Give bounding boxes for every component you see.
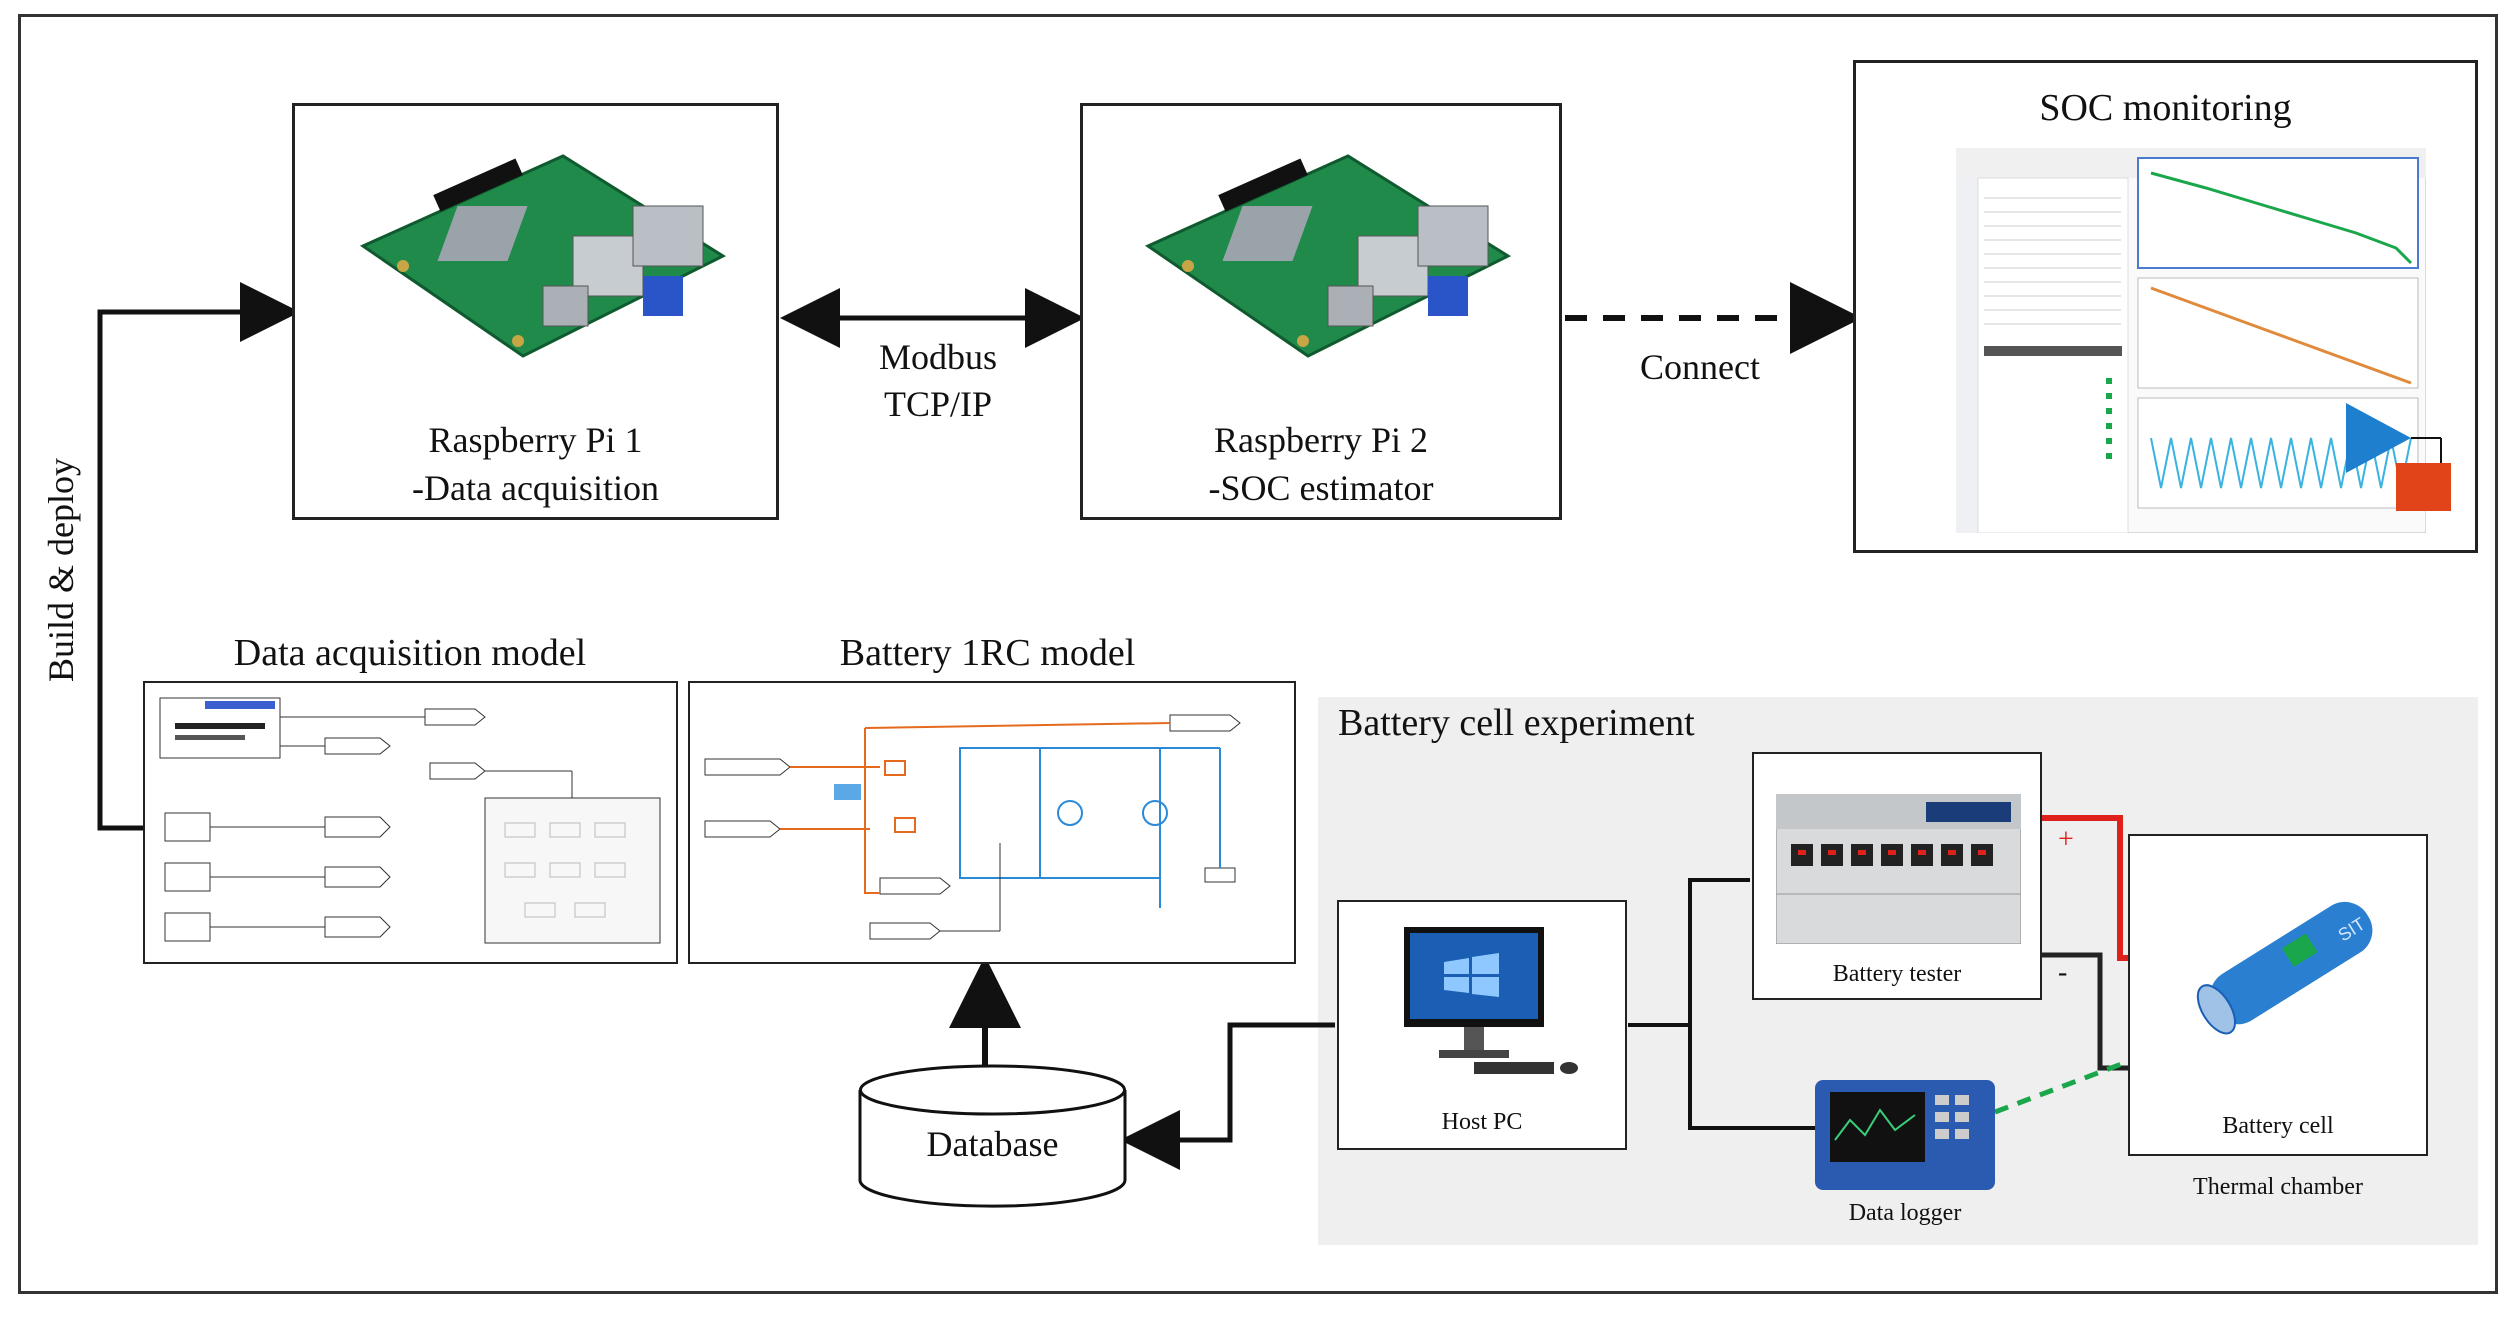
data-logger-label: Data logger xyxy=(1848,1200,1962,1226)
connect-label: Connect xyxy=(1640,347,1760,387)
raspberry-pi-board-icon xyxy=(1144,154,1512,358)
pi2-name: Raspberry Pi 2 xyxy=(1214,420,1428,460)
data-logger-icon xyxy=(1815,1080,1995,1190)
monitoring-dashboard-screenshot xyxy=(1956,148,2426,533)
simulink-logo-icon xyxy=(2346,403,2451,511)
modbus-label-1: Modbus xyxy=(878,337,998,377)
raspberry-pi-1-box: Raspberry Pi 1 -Data acquisition xyxy=(292,103,779,520)
hostpc-to-tester xyxy=(1628,878,1750,1027)
thermal-chamber-box: SIT Battery cell xyxy=(2128,834,2428,1156)
pi2-role: -SOC estimator xyxy=(1208,468,1434,508)
battery-tester-box: Battery tester xyxy=(1752,752,2042,1000)
battery-experiment-title: Battery cell experiment xyxy=(1338,702,1695,744)
battery-tester-label: Battery tester xyxy=(1832,961,1962,987)
pi1-role: -Data acquisition xyxy=(412,468,659,508)
battery-model-box xyxy=(688,681,1296,964)
data-acq-model-title: Data acquisition model xyxy=(233,632,587,674)
database-icon xyxy=(858,1064,1127,1208)
database-label: Database xyxy=(926,1124,1059,1164)
desktop-computer-icon xyxy=(1404,927,1578,1074)
build-deploy-label: Build & deploy xyxy=(41,458,81,682)
pi1-name: Raspberry Pi 1 xyxy=(428,420,643,460)
raspberry-pi-2-box: Raspberry Pi 2 -SOC estimator xyxy=(1080,103,1562,520)
negative-terminal-label: - xyxy=(2058,957,2068,988)
battery-model-title: Battery 1RC model xyxy=(839,632,1136,674)
data-acq-model-box xyxy=(143,681,678,964)
battery-cell-icon: SIT xyxy=(2196,901,2373,1035)
raspberry-pi-board-icon xyxy=(359,154,727,358)
diagram-frame xyxy=(18,14,2498,1294)
battery-tester-icon xyxy=(1776,794,2021,944)
hostpc-to-logger xyxy=(1688,1025,1815,1130)
positive-terminal-label: + xyxy=(2058,824,2074,855)
modbus-label-2: TCP/IP xyxy=(883,384,993,424)
simulink-model-diagram xyxy=(159,697,661,944)
soc-monitoring-title: SOC monitoring xyxy=(2039,87,2292,129)
thermal-chamber-label: Thermal chamber xyxy=(2193,1174,2363,1200)
host-pc-label: Host PC xyxy=(1441,1109,1523,1135)
host-pc-box: Host PC xyxy=(1337,900,1627,1150)
soc-monitoring-box: SOC monitoring xyxy=(1853,60,2478,553)
build-deploy-line xyxy=(97,282,300,831)
battery-cell-label: Battery cell xyxy=(2222,1113,2334,1139)
hostpc-to-database xyxy=(1120,1022,1335,1170)
simscape-model-diagram xyxy=(704,714,1241,940)
